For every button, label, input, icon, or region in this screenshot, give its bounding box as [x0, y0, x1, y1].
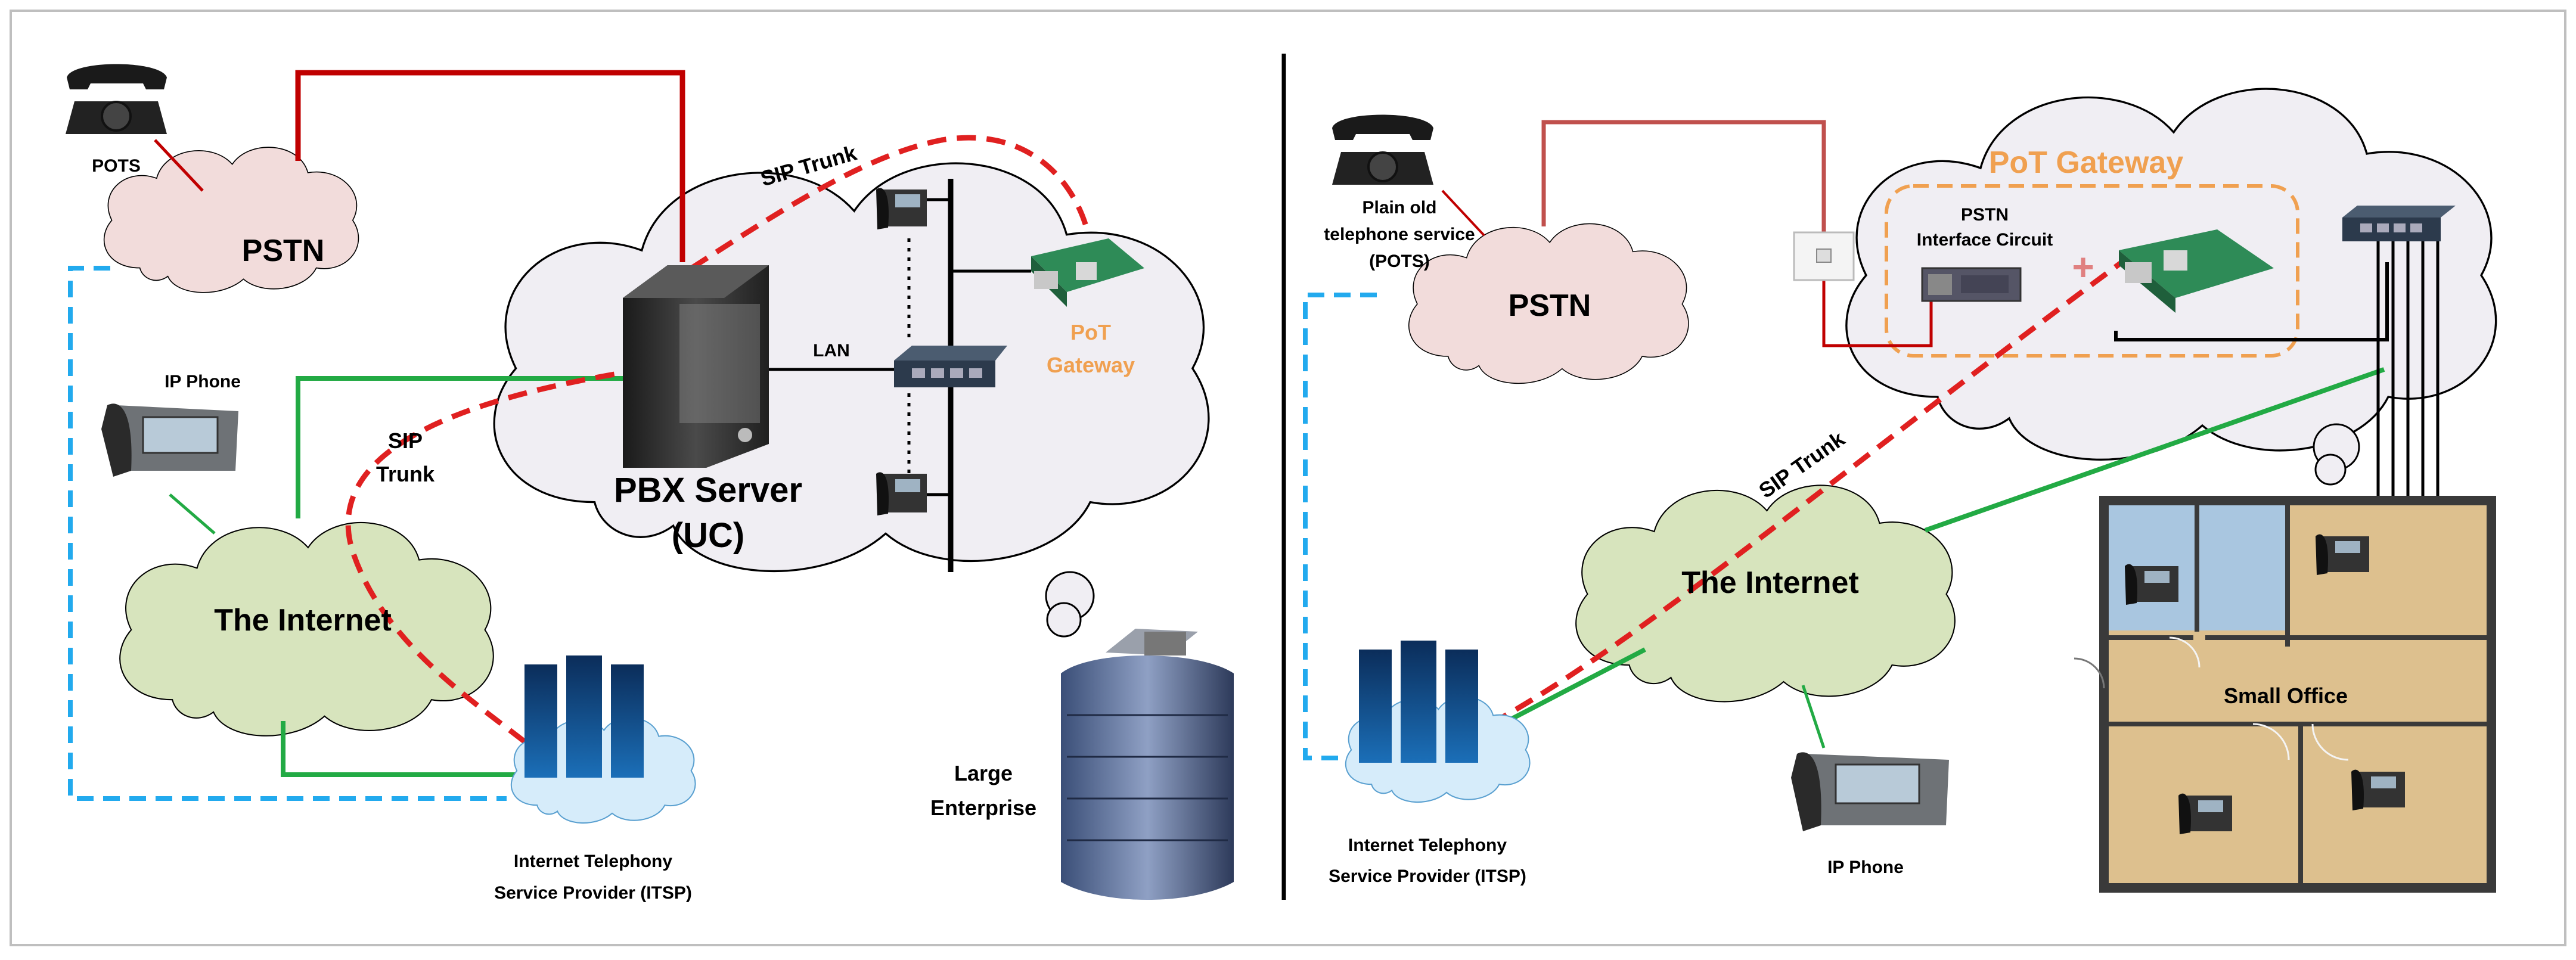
- pstn-right-label: PSTN: [1509, 288, 1591, 323]
- internet-to-itsp-line: [281, 721, 524, 777]
- pots-label: POTS: [92, 156, 141, 176]
- right-lan-cloud: [1846, 89, 2496, 486]
- itsp-to-internet-right-line: [1495, 647, 1646, 729]
- network-switch-right-icon: [2342, 206, 2456, 241]
- pots-to-pstn-right-line: [1441, 189, 1485, 237]
- pstn-itsp-backup-link: [68, 266, 507, 801]
- pots-to-pstn-line: [154, 139, 204, 192]
- ip-phone-label: IP Phone: [165, 372, 241, 392]
- pbx-server-label-line1: PBX Server: [614, 471, 802, 509]
- itsp-label-line1: Internet Telephony: [514, 852, 672, 871]
- itsp-right-label-line2: Service Provider (ITSP): [1329, 866, 1526, 886]
- office-phone-1-icon: [2125, 564, 2178, 605]
- pstn-to-pbx-line: [295, 70, 685, 262]
- ip-phone-icon: [101, 403, 238, 477]
- ipphone-to-internet-line: [169, 493, 216, 535]
- lan-phone-top-icon: [876, 188, 927, 229]
- itsp-right-label-line1: Internet Telephony: [1348, 835, 1507, 855]
- itsp-right-icon: [1345, 641, 1531, 803]
- wall-jack-icon: [1793, 231, 1855, 281]
- pots-right-label-line1: Plain old: [1362, 198, 1436, 218]
- diagram-frame: [10, 10, 2566, 946]
- pstn-interface-circuit-icon: [1921, 267, 2022, 302]
- ip-phone-right-icon: [1791, 752, 1949, 831]
- sip-trunk-pbx-gateway: [690, 135, 1091, 271]
- large-enterprise-label-line2: Enterprise: [930, 796, 1036, 820]
- internet-to-switch-line: [1924, 367, 2385, 533]
- large-enterprise-building-icon: [1061, 629, 1234, 900]
- sip-trunk-right: [1488, 260, 2124, 726]
- pots-right-label-line3: (POTS): [1369, 251, 1430, 271]
- office-phone-3-icon: [2178, 793, 2232, 834]
- pstn-interface-label-line2: Interface Circuit: [1917, 230, 2053, 250]
- pot-gateway-board-icon: [1031, 238, 1144, 307]
- pots-phone-right-icon: [1332, 114, 1433, 185]
- pots-right-label-line2: telephone service: [1324, 225, 1475, 244]
- pstn-cloud: [104, 147, 359, 293]
- sip-trunk-mid-label-2: Trunk: [376, 462, 435, 486]
- pstn-interface-label-line1: PSTN: [1961, 205, 2009, 225]
- ip-phone-right-label: IP Phone: [1827, 858, 1904, 877]
- pstn-itsp-backup-link-right: [1303, 293, 1377, 760]
- pbx-server-label-line2: (UC): [672, 516, 744, 555]
- itsp-left-icon: [510, 655, 697, 824]
- office-phone-2-icon: [2316, 534, 2369, 575]
- pstn-to-jack-line: [1541, 120, 1826, 237]
- internet-to-pbx-line: [296, 376, 629, 518]
- lan-phone-bottom-icon: [876, 472, 927, 515]
- itsp-label-line2: Service Provider (ITSP): [494, 883, 692, 903]
- small-office-floorplan: [2074, 496, 2496, 893]
- large-enterprise-label-line1: Large: [954, 761, 1013, 785]
- sip-trunk-mid-label-1: SIP: [388, 428, 423, 453]
- office-phone-4-icon: [2351, 769, 2405, 810]
- pots-phone-icon: [66, 64, 167, 134]
- lan-switch-icon: [894, 346, 1007, 387]
- lan-label: LAN: [813, 341, 850, 361]
- sip-trunk-pbx-itsp: [345, 366, 644, 753]
- plus-sign: +: [2072, 246, 2094, 288]
- pot-gateway-box: [1885, 184, 2299, 358]
- pbx-server-icon: [623, 265, 769, 468]
- pot-gateway-label-line2: Gateway: [1047, 353, 1135, 377]
- internet-right-label: The Internet: [1681, 566, 1859, 600]
- pot-gateway-title: PoT Gateway: [1989, 145, 2184, 180]
- pstn-label: PSTN: [242, 234, 325, 268]
- small-office-label: Small Office: [2224, 684, 2348, 708]
- internet-label: The Internet: [214, 603, 392, 638]
- pot-gateway-label-line1: PoT: [1070, 320, 1111, 344]
- pot-gateway-board-right-icon: [2119, 229, 2274, 313]
- enterprise-lan-cloud: [494, 163, 1209, 638]
